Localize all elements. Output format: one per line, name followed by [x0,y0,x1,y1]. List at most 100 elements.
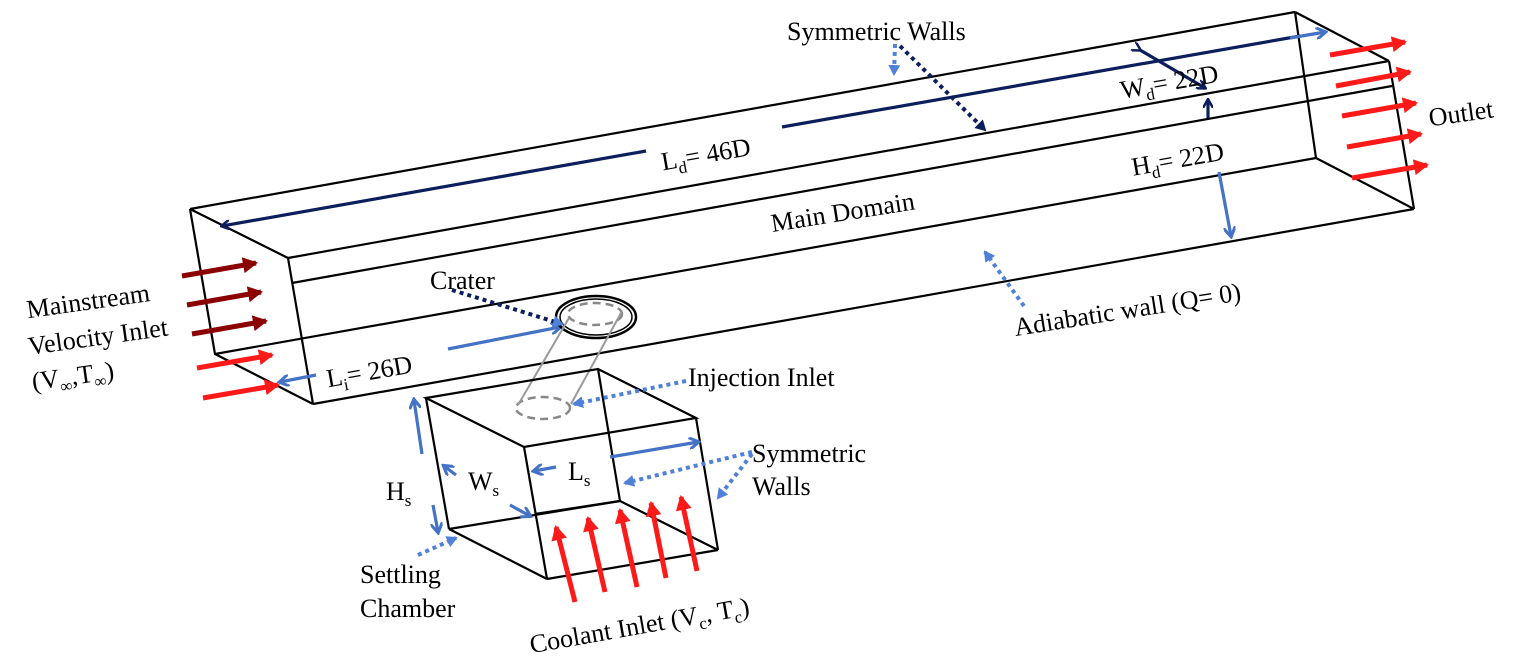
leader-symwalls-side-a [623,450,753,487]
hd-value: = 22D [1156,137,1226,177]
leader-settling [417,536,458,557]
hd-sub: d [1150,162,1162,182]
coolant-inlet-arrows [551,495,700,603]
outlet-arrow-1 [1329,36,1407,58]
li-value: = 26D [344,350,414,390]
li-dimension [280,327,560,382]
chamber-back-left-vertical [424,397,451,530]
li-arrow-right [447,327,560,351]
outlet-arrow-4 [1346,128,1423,150]
coolant-arrow-2 [583,516,608,593]
ws-arrow-down [509,503,530,516]
inlet-arrow-2 [186,286,263,308]
svg-text:Ld= 46D: Ld= 46D [659,132,754,180]
coolant-arrow-5 [675,495,700,572]
coolant-text: Coolant Inlet (V [527,601,700,659]
inlet-arrow-3 [191,315,268,337]
top-back-edge [189,10,1296,211]
main-domain-box [188,10,1416,406]
wd-dimension [1140,50,1208,118]
inlet-face-edge [188,208,314,405]
top-front-edge [287,59,1390,260]
vinf-sub: ∞ [59,376,74,397]
ld-arrow-right [781,34,1301,129]
tc-sub: c [733,607,744,627]
hs-arrow-up [414,400,424,455]
leader-symwalls-top-b [898,44,987,132]
top-left-diagonal-edge [189,208,289,259]
svg-text:Hd= 22D: Hd= 22D [1129,137,1227,186]
hs-arrow-down [433,504,438,532]
outlet-arrows [1329,36,1429,181]
label-ld: Ld= 46D [659,132,754,180]
outlet-arrow-2 [1335,66,1412,89]
conditions-close: ) [103,356,116,386]
label-coolant-inlet: Coolant Inlet (Vc, Tc) [527,592,751,659]
leader-injection-inlet [572,379,687,409]
chamber-front-right-vertical [694,417,720,551]
tinf-sub: ∞ [93,371,108,392]
leader-crater [451,288,564,328]
li-symbol: L [324,362,345,393]
label-outlet: Outlet [1427,94,1496,132]
leader-adiabatic [983,250,1026,308]
ld-sub: d [677,157,689,177]
leaders [417,43,1026,557]
injection-hole-side-right [570,312,622,405]
ld-arrow-left [222,149,647,226]
label-mainstream-conditions: (V∞,T∞) [30,356,117,400]
coolant-arrow-4 [645,501,669,579]
vc-sub: c [698,613,709,633]
leader-symwalls-side-b [716,452,754,500]
label-adiabatic-wall: Adiabatic wall (Q= 0) [1012,277,1243,341]
chamber-top-face [422,367,700,449]
label-hd: Hd= 22D [1129,137,1227,186]
crater [514,294,638,421]
chamber-back-right-vertical [596,368,622,502]
ws-dimension [444,466,530,516]
wd-symbol: W [1118,72,1148,105]
inlet-arrow-5 [202,379,280,401]
svg-text:Hs: Hs [386,477,411,510]
hs-symbol: H [386,477,405,506]
ld-value: = 46D [683,132,753,172]
outlet-arrow-5 [1351,159,1429,181]
injection-hole-side-left [517,317,570,406]
mainstream-inlet-arrows [181,257,280,401]
tinf-mid: ,T [69,359,95,391]
svg-text:Li= 26D: Li= 26D [324,350,415,398]
li-sub: i [342,375,350,395]
injection-hole-bottom [514,395,572,421]
ws-sub: s [493,481,500,500]
chamber-bottom-right-diagonal [619,500,719,551]
hd-symbol: H [1129,150,1153,182]
hs-dimension [414,400,438,532]
coolant-arrow-3 [614,508,640,588]
inlet-arrow-1 [181,257,258,279]
hs-sub: s [405,491,412,510]
chamber-mid-front [534,499,621,516]
svg-text:(V∞,T∞): (V∞,T∞) [30,356,117,400]
mid-back-edge [214,156,1317,356]
ls-sub: s [584,471,591,490]
label-injection-inlet: Injection Inlet [688,363,835,392]
vinf-open: (V [30,364,61,397]
outlet-top-diagonal-edge [1294,11,1390,62]
ls-arrow-right [609,442,698,459]
injection-hole-top [566,301,624,327]
ls-arrow-left [534,467,557,471]
front-mid-edge [291,84,1393,285]
ws-symbol: W [468,467,493,496]
label-li: Li= 26D [324,350,415,398]
bottom-front-edge [312,207,1415,406]
outlet-arrow-3 [1341,97,1418,119]
hd-dimension [1217,171,1231,236]
leader-symwalls-top-a [888,43,901,76]
tc-mid: , T [703,595,736,629]
label-symmetric-walls-top: Symmetric Walls [787,17,966,46]
wd-arrow [1140,50,1205,88]
label-chamber: Chamber [360,594,456,623]
label-crater: Crater [430,266,495,295]
hd-arrow-down [1217,171,1231,236]
